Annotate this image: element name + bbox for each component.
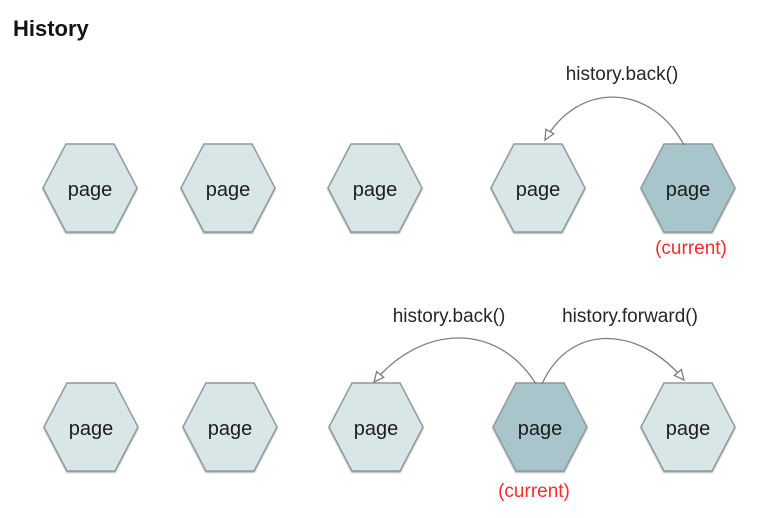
hexagon-label: page (208, 418, 253, 440)
hexagon-label: page (666, 179, 711, 201)
history-back-arrow (373, 337, 537, 385)
hexagon-page-current (492, 382, 588, 472)
arrow-label-history-back: history.back() (566, 64, 679, 85)
hexagon-label: page (666, 418, 711, 440)
hexagon-page (327, 143, 423, 233)
current-label-text: (current) (655, 238, 727, 259)
hexagon-label: page (354, 418, 399, 440)
hexagon-label: page (516, 179, 561, 201)
history-row-bottom: page page page page page history.back() … (43, 306, 736, 502)
hexagon-label: page (206, 179, 251, 201)
hexagon-page (42, 143, 138, 233)
hexagon-page (328, 382, 424, 472)
arrow-label-history-forward: history.forward() (562, 306, 698, 327)
page-title: History (13, 16, 89, 41)
history-row-top: page page page page page history.back() … (42, 64, 736, 259)
hexagon-page (182, 382, 278, 472)
hexagon-page (640, 382, 736, 472)
hexagon-page-current (640, 143, 736, 233)
current-label-text: (current) (498, 481, 570, 502)
hexagon-label: page (69, 418, 114, 440)
hexagon-label: page (353, 179, 398, 201)
hexagon-page (490, 143, 586, 233)
hexagon-label: page (518, 418, 563, 440)
history-forward-arrow (541, 338, 685, 385)
history-back-arrow (544, 96, 685, 146)
arrow-label-history-back: history.back() (393, 306, 506, 327)
hexagon-page (43, 382, 139, 472)
hexagon-page (180, 143, 276, 233)
hexagon-label: page (68, 179, 113, 201)
